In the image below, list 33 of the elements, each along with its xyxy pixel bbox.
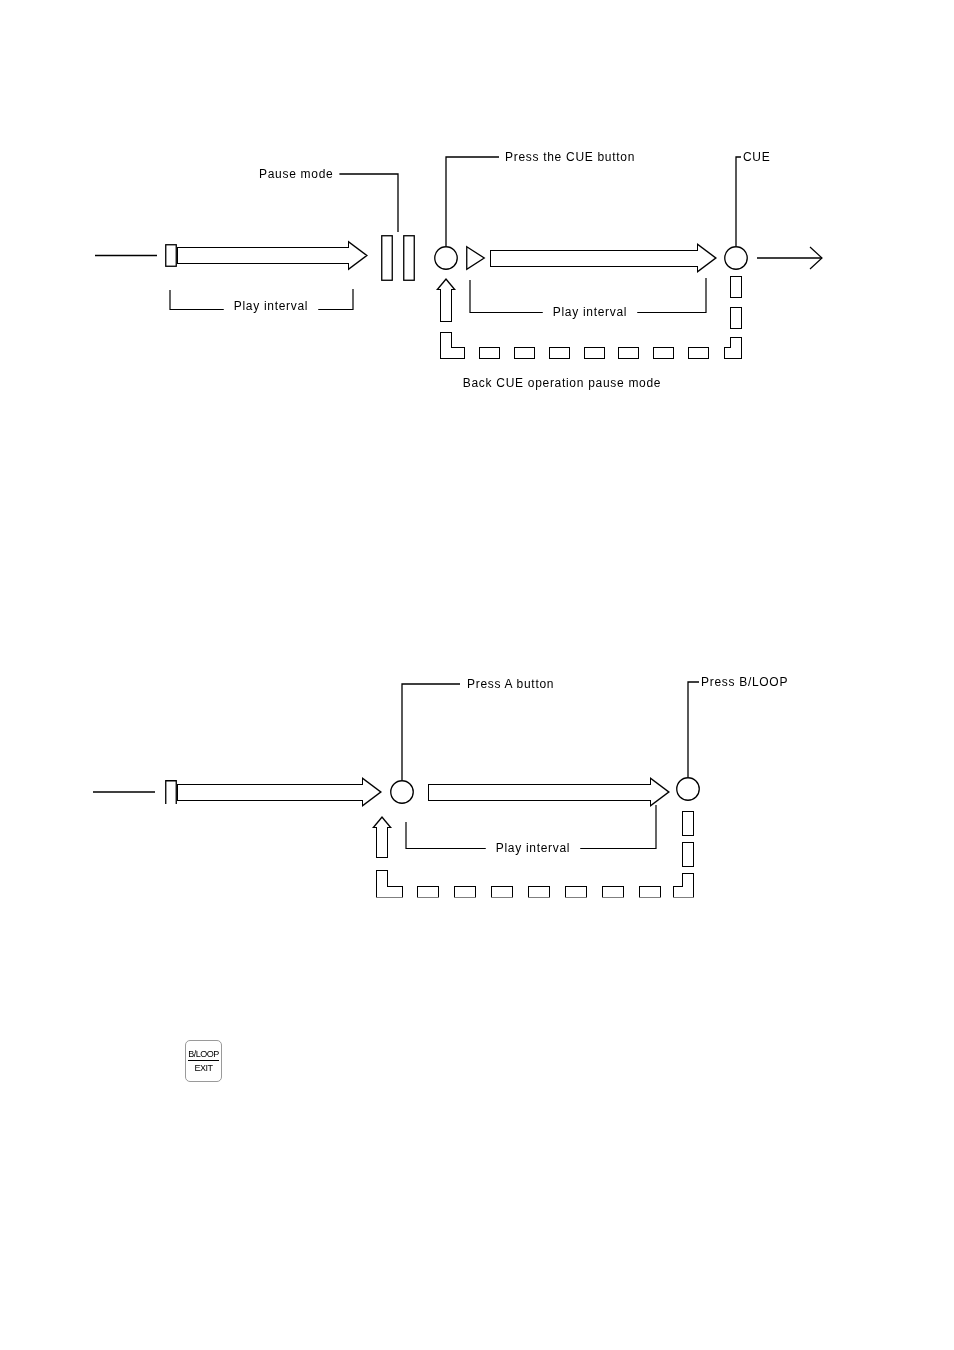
lead-in-line bbox=[94, 254, 158, 257]
hollow-arrow bbox=[177, 240, 368, 271]
arrow bbox=[756, 246, 823, 270]
hollow-arrow bbox=[490, 243, 717, 273]
lead-in-line bbox=[92, 791, 156, 793]
callout-label: Press B/LOOP bbox=[701, 675, 789, 689]
circle-marker bbox=[676, 777, 700, 801]
interval-label: Play interval bbox=[233, 299, 309, 313]
leader-line bbox=[445, 156, 500, 247]
callout-label: Press A button bbox=[467, 677, 555, 691]
leader-line bbox=[401, 683, 461, 781]
key-label: B/LOOP bbox=[188, 1048, 219, 1061]
play-triangle bbox=[466, 246, 485, 270]
callout-label: CUE bbox=[743, 150, 771, 164]
leader-line bbox=[687, 681, 700, 778]
leader-line bbox=[735, 156, 742, 247]
dashed-return-arrow bbox=[436, 276, 742, 359]
circle-marker bbox=[724, 246, 748, 270]
key-cap bbox=[185, 1040, 222, 1082]
dashed-return-arrow bbox=[372, 811, 694, 898]
interval-label: Play interval bbox=[552, 305, 628, 319]
hollow-arrow bbox=[177, 777, 382, 807]
start-marker bbox=[165, 244, 177, 267]
circle-marker bbox=[390, 780, 414, 804]
callout-label: Pause mode bbox=[259, 167, 334, 181]
start-marker bbox=[165, 780, 177, 804]
pause-symbol bbox=[381, 235, 415, 281]
callout-label: Press the CUE button bbox=[505, 150, 636, 164]
key-label: EXIT bbox=[194, 1062, 213, 1074]
hollow-arrow bbox=[428, 777, 670, 807]
leader-line bbox=[338, 173, 399, 233]
interval-label: Play interval bbox=[495, 841, 571, 855]
circle-marker bbox=[434, 246, 458, 270]
